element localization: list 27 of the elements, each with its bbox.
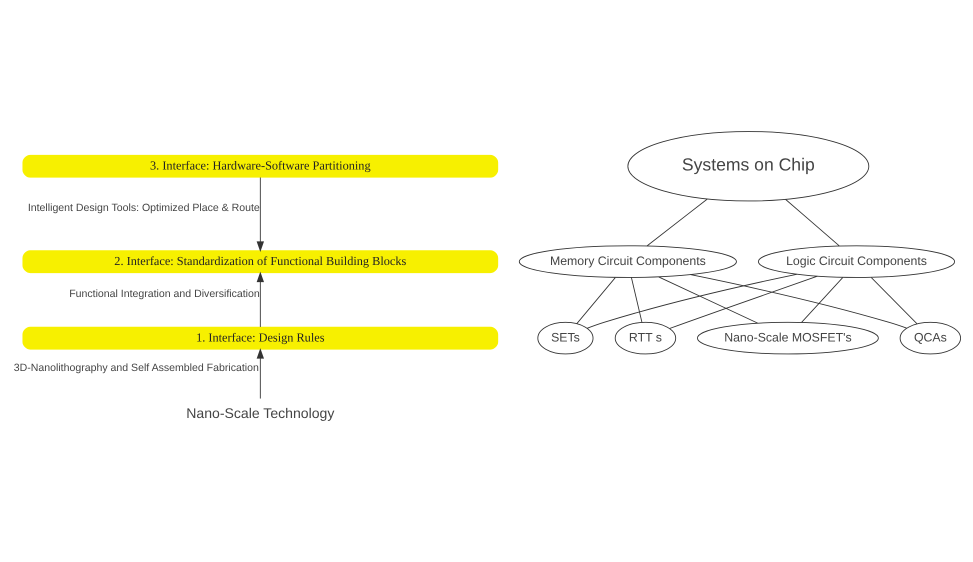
arrow <box>256 272 264 328</box>
arrow <box>256 177 264 252</box>
connector <box>630 277 642 323</box>
connector <box>669 276 818 329</box>
node-box: 2. Interface: Standardization of Functional Building Blocks <box>22 250 498 274</box>
connector <box>586 274 798 329</box>
node-box: 1. Interface: Design Rules <box>22 326 498 350</box>
node-text: Nano-Scale Technology <box>186 404 334 421</box>
node-ellipse: Systems on Chip <box>627 131 870 202</box>
node-ellipse: Nano-Scale MOSFET's <box>697 322 879 354</box>
connector <box>658 276 758 324</box>
node-ellipse: Memory Circuit Components <box>518 245 737 278</box>
node-ellipse: SETs <box>537 322 594 354</box>
edge-label: 3D-Nanolithography and Self Assembled Fabrication <box>14 362 259 374</box>
node-box: 3. Interface: Hardware-Software Partitioning <box>22 154 498 178</box>
edge-label: Functional Integration and Diversification <box>69 288 260 300</box>
connector <box>801 277 844 323</box>
node-ellipse: Logic Circuit Components <box>758 245 956 278</box>
edge-label: Intelligent Design Tools: Optimized Place & Route <box>28 202 260 214</box>
connector <box>785 198 840 246</box>
connector <box>576 277 616 324</box>
arrow <box>256 348 264 399</box>
connector <box>690 274 907 329</box>
connector <box>871 277 918 324</box>
node-ellipse: RTT s <box>614 322 676 354</box>
node-ellipse: QCAs <box>900 322 962 354</box>
connector <box>646 198 708 246</box>
